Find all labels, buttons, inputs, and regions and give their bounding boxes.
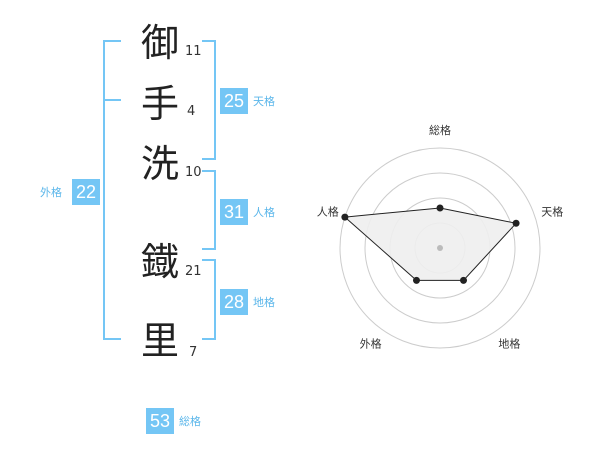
name-char-2: 手 (140, 82, 179, 126)
name-char-1: 御 (140, 21, 179, 65)
gaikaku-value: 22 (72, 179, 100, 205)
radar-axis-label-3: 地格 (498, 336, 520, 350)
tenkaku-value: 25 (220, 88, 248, 114)
radar-grid-ring (339, 147, 541, 349)
stroke-count-2: 4 (187, 104, 196, 119)
name-char-4: 鐡 (140, 240, 179, 284)
stroke-count-1: 11 (185, 44, 202, 59)
gaikaku-bracket (103, 40, 121, 340)
gaikaku-bracket-tick (103, 99, 121, 101)
jinkaku-bracket (202, 170, 216, 250)
tenkaku-label: 天格 (253, 95, 275, 108)
radar-area (343, 207, 518, 281)
name-char-3: 洗 (140, 142, 179, 186)
stroke-count-4: 21 (185, 264, 202, 279)
radar-point-4 (412, 276, 420, 284)
radar-point-1 (436, 204, 444, 212)
soukaku-label: 総格 (179, 415, 201, 428)
name-char-5: 里 (140, 319, 179, 363)
radar-axis-label-1: 総格 (429, 123, 451, 137)
chikaku-label: 地格 (253, 296, 275, 309)
tenkaku-bracket (202, 40, 216, 160)
stroke-count-5: 7 (189, 345, 198, 360)
jinkaku-value: 31 (220, 199, 248, 225)
chikaku-bracket (202, 259, 216, 340)
radar-point-5 (341, 213, 349, 221)
radar-point-2 (512, 219, 520, 227)
gaikaku-label: 外格 (40, 186, 62, 199)
radar-grid-ring (364, 172, 516, 324)
radar-axis-label-4: 外格 (360, 336, 382, 350)
radar-axis-label-2: 天格 (541, 205, 563, 219)
radar-center-dot (437, 245, 443, 251)
stroke-count-3: 10 (185, 165, 202, 180)
soukaku-value: 53 (146, 408, 174, 434)
radar-axis-label-5: 人格 (317, 205, 339, 219)
chikaku-value: 28 (220, 289, 248, 315)
jinkaku-label: 人格 (253, 206, 275, 219)
radar-point-3 (460, 276, 468, 284)
